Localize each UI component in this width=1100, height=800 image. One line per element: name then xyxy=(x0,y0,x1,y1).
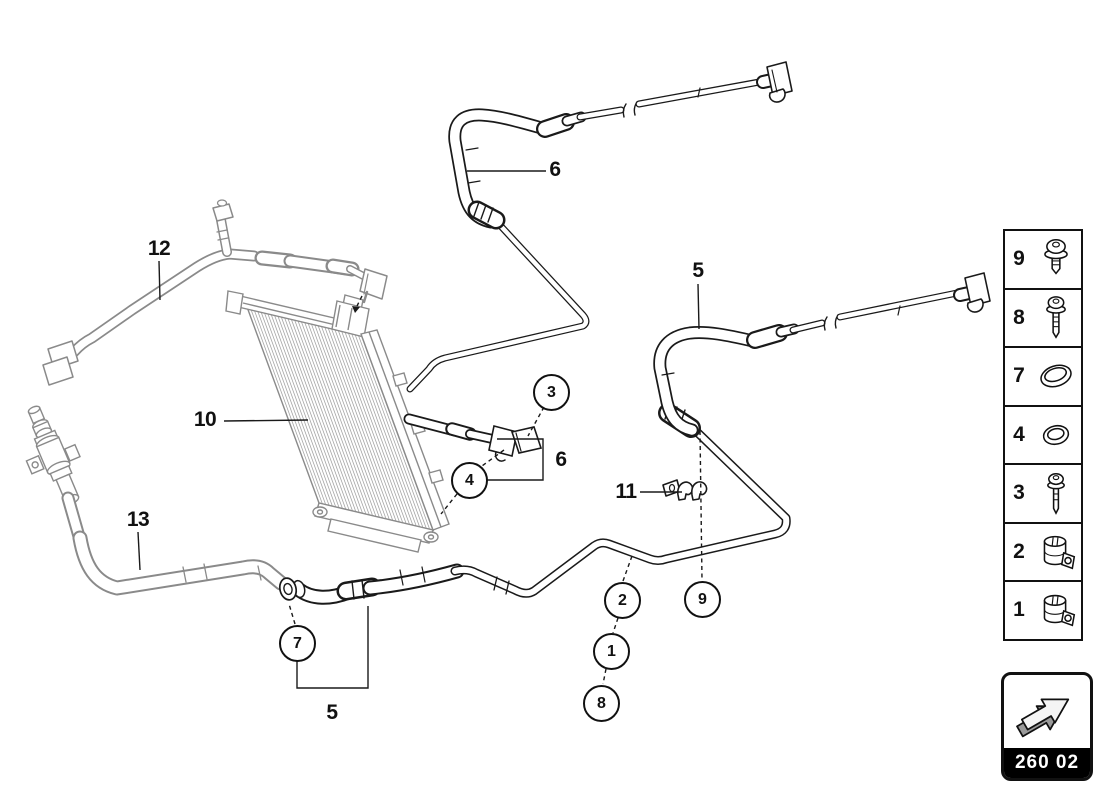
callout-3[interactable]: 3 xyxy=(533,374,570,411)
table-code: 260 02 xyxy=(1014,752,1080,773)
part-label-6-upper[interactable]: 6 xyxy=(549,158,561,181)
hose-clamp-icon xyxy=(1043,595,1076,627)
part-label-10[interactable]: 10 xyxy=(193,408,217,431)
legend-row-3[interactable]: 3 xyxy=(1005,465,1081,524)
hose-6 xyxy=(406,61,793,393)
next-table-arrow-icon xyxy=(1016,697,1070,737)
valve-assembly xyxy=(25,405,87,547)
hose-clamp-icon xyxy=(1043,535,1076,570)
legend-row-7[interactable]: 7 xyxy=(1005,348,1081,407)
legend-number: 9 xyxy=(1013,247,1025,271)
legend-row-8[interactable]: 8 xyxy=(1005,290,1081,348)
screw-long-icon xyxy=(1047,473,1065,516)
legend-number: 8 xyxy=(1013,305,1025,329)
arrow-head-icon xyxy=(352,306,360,313)
o-ring-large-icon xyxy=(1040,364,1072,388)
o-ring-icon xyxy=(1042,424,1070,445)
pipe-clamp-11 xyxy=(662,479,708,501)
hose-12 xyxy=(42,199,388,386)
table-code-band: 260 02 xyxy=(1004,748,1090,778)
screw-washer-icon xyxy=(1044,239,1068,275)
part-label-5-lower[interactable]: 5 xyxy=(326,701,338,724)
callout-connectors xyxy=(137,170,703,689)
part-label-13[interactable]: 13 xyxy=(126,508,150,531)
callout-7[interactable]: 7 xyxy=(279,625,316,662)
flange-oring-junction xyxy=(278,577,306,601)
legend-row-1[interactable]: 1 xyxy=(1005,582,1081,639)
screw-icon xyxy=(1046,295,1066,339)
callout-8[interactable]: 8 xyxy=(583,685,620,722)
callout-2[interactable]: 2 xyxy=(604,582,641,619)
table-nav-box[interactable]: 260 02 xyxy=(1001,672,1093,781)
callout-4[interactable]: 4 xyxy=(451,462,488,499)
legend-number: 4 xyxy=(1013,422,1025,446)
part-label-12[interactable]: 12 xyxy=(147,237,171,260)
legend-number: 3 xyxy=(1013,481,1025,505)
condenser-fitting-stub xyxy=(403,413,543,462)
legend-number: 7 xyxy=(1013,364,1025,388)
part-label-11[interactable]: 11 xyxy=(615,480,637,503)
legend-number: 2 xyxy=(1013,539,1025,563)
legend-number: 1 xyxy=(1013,598,1025,622)
condenser-radiator xyxy=(225,290,450,553)
part-label-5-upper[interactable]: 5 xyxy=(692,259,704,282)
callout-9[interactable]: 9 xyxy=(684,581,721,618)
legend-row-4[interactable]: 4 xyxy=(1005,407,1081,465)
part-label-6-lower[interactable]: 6 xyxy=(555,448,567,471)
hose-13 xyxy=(72,530,289,596)
legend-row-9[interactable]: 9 xyxy=(1005,231,1081,290)
legend-row-2[interactable]: 2 xyxy=(1005,524,1081,582)
callout-1[interactable]: 1 xyxy=(593,633,630,670)
fastener-legend: 9 8 7 xyxy=(1003,229,1083,641)
